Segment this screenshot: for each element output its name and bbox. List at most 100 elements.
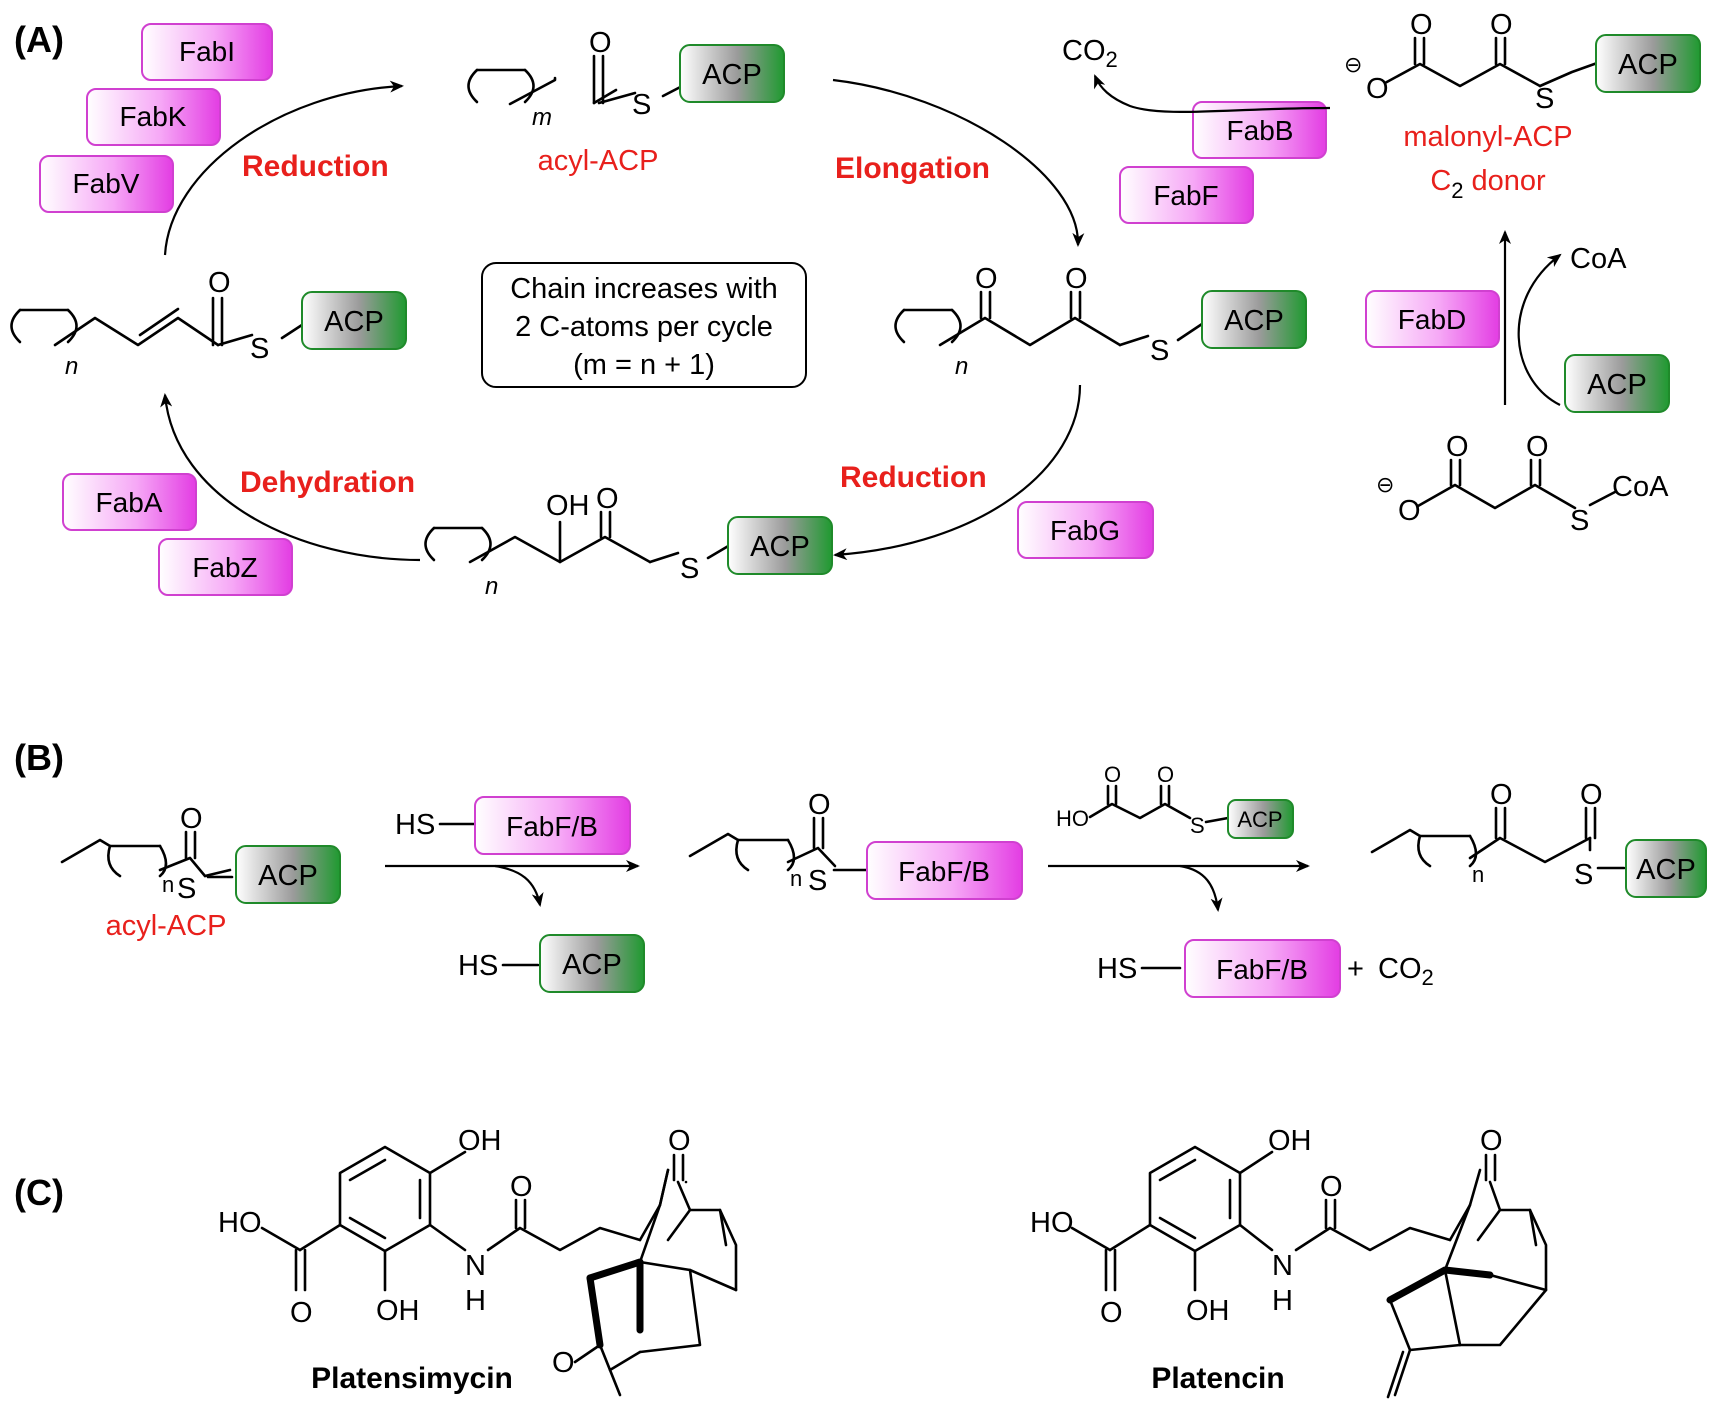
svg-text:FabK: FabK	[120, 101, 187, 132]
acyl-acp-structure: O S m	[467, 27, 692, 131]
ketoacyl-acp-structure: O O S n	[894, 263, 1207, 380]
svg-text:S: S	[1190, 813, 1205, 838]
svg-text:ACP: ACP	[750, 531, 810, 563]
panel-b-co2: CO2	[1378, 953, 1434, 990]
svg-text:FabF/B: FabF/B	[1216, 954, 1308, 985]
enzyme-fabg: FabG	[1017, 501, 1154, 559]
panel-b-fabfb-box-2: FabF/B	[866, 841, 1023, 900]
svg-text:OH: OH	[546, 490, 590, 522]
svg-text:FabZ: FabZ	[192, 552, 257, 583]
svg-text:HO: HO	[218, 1207, 262, 1239]
svg-text:O: O	[1410, 9, 1433, 41]
svg-text:O: O	[589, 27, 612, 59]
svg-text:O: O	[1480, 1125, 1503, 1157]
svg-text:OH: OH	[376, 1295, 420, 1327]
acp-box-bottom: ACP	[727, 516, 833, 575]
panel-b-acyl-acp-label: acyl-ACP	[106, 910, 227, 942]
svg-text:O: O	[1157, 762, 1174, 787]
svg-text:S: S	[250, 333, 269, 365]
svg-text:ACP: ACP	[1618, 49, 1678, 81]
panel-b-plus: +	[1347, 953, 1364, 985]
platencin-structure: OH HO O OH N H O O	[1030, 1125, 1548, 1399]
svg-text:S: S	[1535, 83, 1554, 115]
svg-text:FabG: FabG	[1050, 515, 1120, 546]
svg-text:O: O	[180, 803, 203, 835]
enzyme-fabz: FabZ	[158, 538, 293, 596]
svg-text:FabB: FabB	[1227, 115, 1294, 146]
acp-box-free: ACP	[1564, 354, 1670, 413]
panel-b-ketoacyl-acp: O O S n	[1370, 779, 1626, 891]
panel-b-fabfb-box-3: FabF/B	[1184, 939, 1341, 998]
svg-text:O: O	[1526, 431, 1549, 463]
step-elongation: Elongation	[835, 152, 990, 185]
svg-text:O: O	[510, 1171, 533, 1203]
panel-b-label: (B)	[14, 737, 64, 778]
svg-text:CoA: CoA	[1612, 471, 1669, 503]
enoyl-acp-structure: O S n	[10, 267, 307, 380]
svg-text:O: O	[975, 263, 998, 295]
enzyme-fabk: FabK	[86, 88, 221, 146]
svg-text:CO2: CO2	[1062, 35, 1118, 72]
arrow-coa-out	[1517, 253, 1562, 406]
panel-b-acyl-acp: O S n	[60, 803, 234, 905]
svg-text:O: O	[290, 1297, 313, 1329]
svg-text:n: n	[162, 872, 174, 897]
hydroxyacyl-acp-structure: OH O S n	[424, 483, 732, 600]
svg-text:N: N	[1272, 1250, 1293, 1282]
enzyme-faba: FabA	[62, 473, 197, 531]
svg-text:ACP: ACP	[702, 59, 762, 91]
svg-text:S: S	[632, 89, 651, 121]
svg-text:O: O	[1580, 779, 1603, 811]
panel-b-release-arrow-2	[1179, 864, 1223, 912]
enzyme-fabd: FabD	[1365, 290, 1500, 348]
svg-text:m: m	[532, 104, 552, 131]
svg-text:N: N	[465, 1250, 486, 1282]
panel-b-acp-box-small: ACP	[1227, 799, 1294, 839]
co2-release: CO2	[1062, 35, 1331, 113]
panel-b-acyl-enzyme: O S n	[688, 789, 868, 897]
svg-text:O: O	[552, 1347, 575, 1379]
svg-text:n: n	[955, 353, 968, 380]
svg-text:⊖: ⊖	[1376, 472, 1394, 497]
svg-text:n: n	[65, 353, 78, 380]
center-box-line-3: (m = n + 1)	[573, 349, 715, 381]
svg-text:S: S	[1570, 505, 1589, 537]
svg-text:O: O	[668, 1125, 691, 1157]
svg-text:O: O	[1366, 73, 1389, 105]
coa-label: CoA	[1570, 243, 1627, 275]
svg-text:⊖: ⊖	[1344, 52, 1362, 77]
center-box-line-1: Chain increases with	[510, 273, 778, 305]
svg-text:O: O	[808, 789, 831, 821]
svg-text:O: O	[1490, 9, 1513, 41]
svg-text:S: S	[1150, 335, 1169, 367]
step-reduction-right: Reduction	[840, 461, 987, 494]
svg-text:ACP: ACP	[324, 306, 384, 338]
arrow-reduction-to-acyl	[163, 80, 404, 256]
arrow-dehydration	[160, 393, 421, 562]
svg-text:ACP: ACP	[1587, 369, 1647, 401]
svg-text:O: O	[1104, 762, 1121, 787]
svg-text:n: n	[485, 573, 498, 600]
svg-text:FabA: FabA	[96, 487, 163, 518]
panel-b-hs-1: HS	[395, 809, 435, 841]
enzyme-fabb: FabB	[1192, 101, 1327, 159]
svg-text:S: S	[1574, 859, 1593, 891]
svg-text:S: S	[177, 873, 196, 905]
svg-text:H: H	[465, 1285, 486, 1317]
svg-text:ACP: ACP	[1636, 854, 1696, 886]
svg-text:ACP: ACP	[1237, 807, 1282, 832]
svg-text:O: O	[1446, 431, 1469, 463]
svg-text:HO: HO	[1030, 1207, 1074, 1239]
platencin-name: Platencin	[1151, 1362, 1284, 1395]
svg-text:ACP: ACP	[258, 860, 318, 892]
svg-text:ACP: ACP	[1224, 305, 1284, 337]
arrow-elongation	[832, 78, 1085, 247]
step-reduction-top: Reduction	[242, 150, 389, 183]
svg-text:ACP: ACP	[562, 949, 622, 981]
panel-b-release-arrow-1	[494, 864, 544, 907]
svg-text:OH: OH	[458, 1125, 502, 1157]
svg-text:FabF/B: FabF/B	[506, 811, 598, 842]
svg-text:OH: OH	[1268, 1125, 1312, 1157]
svg-text:S: S	[680, 553, 699, 585]
svg-text:O: O	[208, 267, 231, 299]
